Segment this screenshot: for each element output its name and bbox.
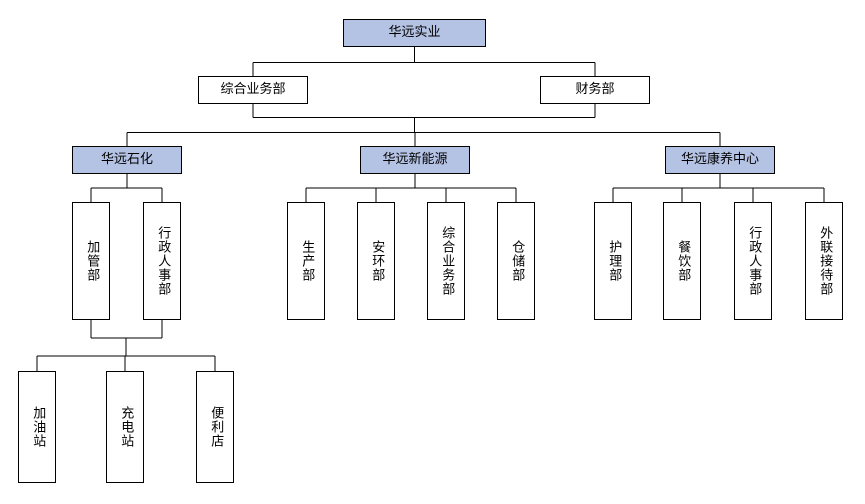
- org-node-label: 华远石化: [100, 151, 153, 167]
- org-node-root[interactable]: 华远实业: [343, 19, 486, 47]
- org-node-l4-c3[interactable]: 行政人事部: [734, 202, 772, 320]
- org-node-l3-b[interactable]: 华远新能源: [360, 146, 470, 174]
- org-node-label: 护理部: [606, 240, 622, 282]
- org-node-label: 综合业务部: [439, 226, 455, 296]
- org-node-label: 财务部: [575, 81, 615, 97]
- org-node-label: 充电站: [118, 406, 134, 448]
- org-node-l2-b[interactable]: 财务部: [540, 76, 650, 104]
- org-node-l4-c1[interactable]: 护理部: [594, 202, 632, 320]
- org-node-l4-c4[interactable]: 外联接待部: [805, 202, 843, 320]
- org-node-label: 加油站: [30, 406, 46, 448]
- org-node-label: 华远康养中心: [680, 151, 759, 167]
- org-node-l5-3[interactable]: 便利店: [196, 371, 234, 483]
- org-node-label: 综合业务部: [220, 81, 286, 97]
- org-node-l3-a[interactable]: 华远石化: [72, 146, 182, 174]
- org-node-l5-1[interactable]: 加油站: [18, 371, 56, 483]
- org-node-l5-2[interactable]: 充电站: [106, 371, 144, 483]
- org-node-l4-a1[interactable]: 加管部: [72, 202, 110, 320]
- org-node-l4-b3[interactable]: 综合业务部: [427, 202, 465, 320]
- org-node-l3-c[interactable]: 华远康养中心: [665, 146, 775, 174]
- org-node-label: 安环部: [369, 240, 385, 282]
- org-node-l4-b1[interactable]: 生产部: [287, 202, 325, 320]
- org-node-l4-c2[interactable]: 餐饮部: [663, 202, 701, 320]
- org-node-l4-a2[interactable]: 行政人事部: [143, 202, 181, 320]
- org-node-label: 仓储部: [509, 240, 525, 282]
- org-node-label: 行政人事部: [155, 226, 171, 296]
- org-node-label: 生产部: [299, 240, 315, 282]
- org-node-label: 外联接待部: [817, 226, 833, 296]
- org-node-label: 行政人事部: [746, 226, 762, 296]
- org-node-label: 华远新能源: [382, 151, 448, 167]
- org-node-label: 华远实业: [388, 24, 441, 40]
- org-node-l2-a[interactable]: 综合业务部: [198, 76, 308, 104]
- org-node-label: 餐饮部: [675, 240, 691, 282]
- org-node-l4-b4[interactable]: 仓储部: [497, 202, 535, 320]
- org-node-l4-b2[interactable]: 安环部: [357, 202, 395, 320]
- org-node-label: 加管部: [84, 240, 100, 282]
- org-node-label: 便利店: [208, 406, 224, 448]
